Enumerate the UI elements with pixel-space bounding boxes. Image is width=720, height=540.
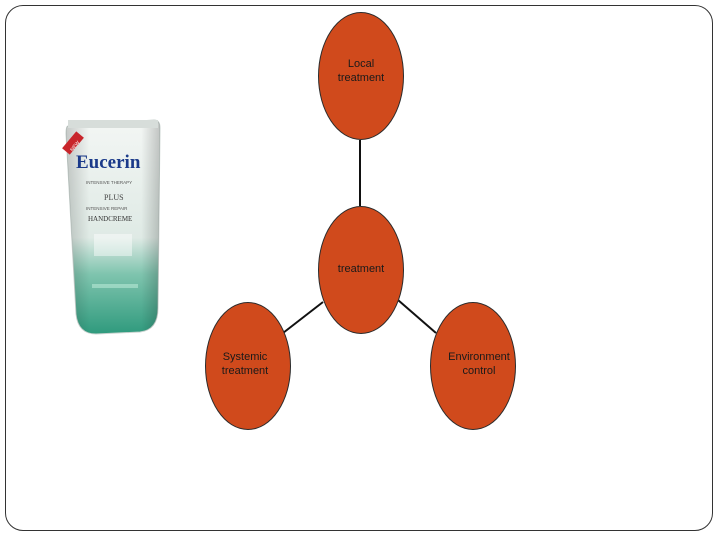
product-name: HANDCREME bbox=[88, 215, 132, 223]
node-environment-control: Environment control bbox=[430, 302, 516, 430]
node-local-treatment-label: Local treatment bbox=[337, 58, 385, 84]
node-environment-control-label: Environment control bbox=[448, 351, 510, 377]
product-badge bbox=[62, 131, 84, 155]
node-treatment: treatment bbox=[318, 206, 404, 334]
product-subtitle: INTENSIVE REPAIR bbox=[86, 206, 128, 211]
product-line: INTENSIVE THERAPY bbox=[86, 180, 132, 185]
hand-cream-tube-image: NEW Eucerin INTENSIVE THERAPY PLUS INTEN… bbox=[62, 119, 161, 335]
product-brand: Eucerin bbox=[76, 152, 141, 173]
connector-right bbox=[397, 299, 437, 334]
node-local-treatment: Local treatment bbox=[318, 12, 404, 140]
node-systemic-treatment-label: Systemic treatment bbox=[221, 351, 269, 377]
product-variant: PLUS bbox=[104, 193, 124, 202]
node-treatment-label: treatment bbox=[337, 263, 385, 275]
node-systemic-treatment: Systemic treatment bbox=[205, 302, 291, 430]
connector-left bbox=[282, 301, 324, 334]
